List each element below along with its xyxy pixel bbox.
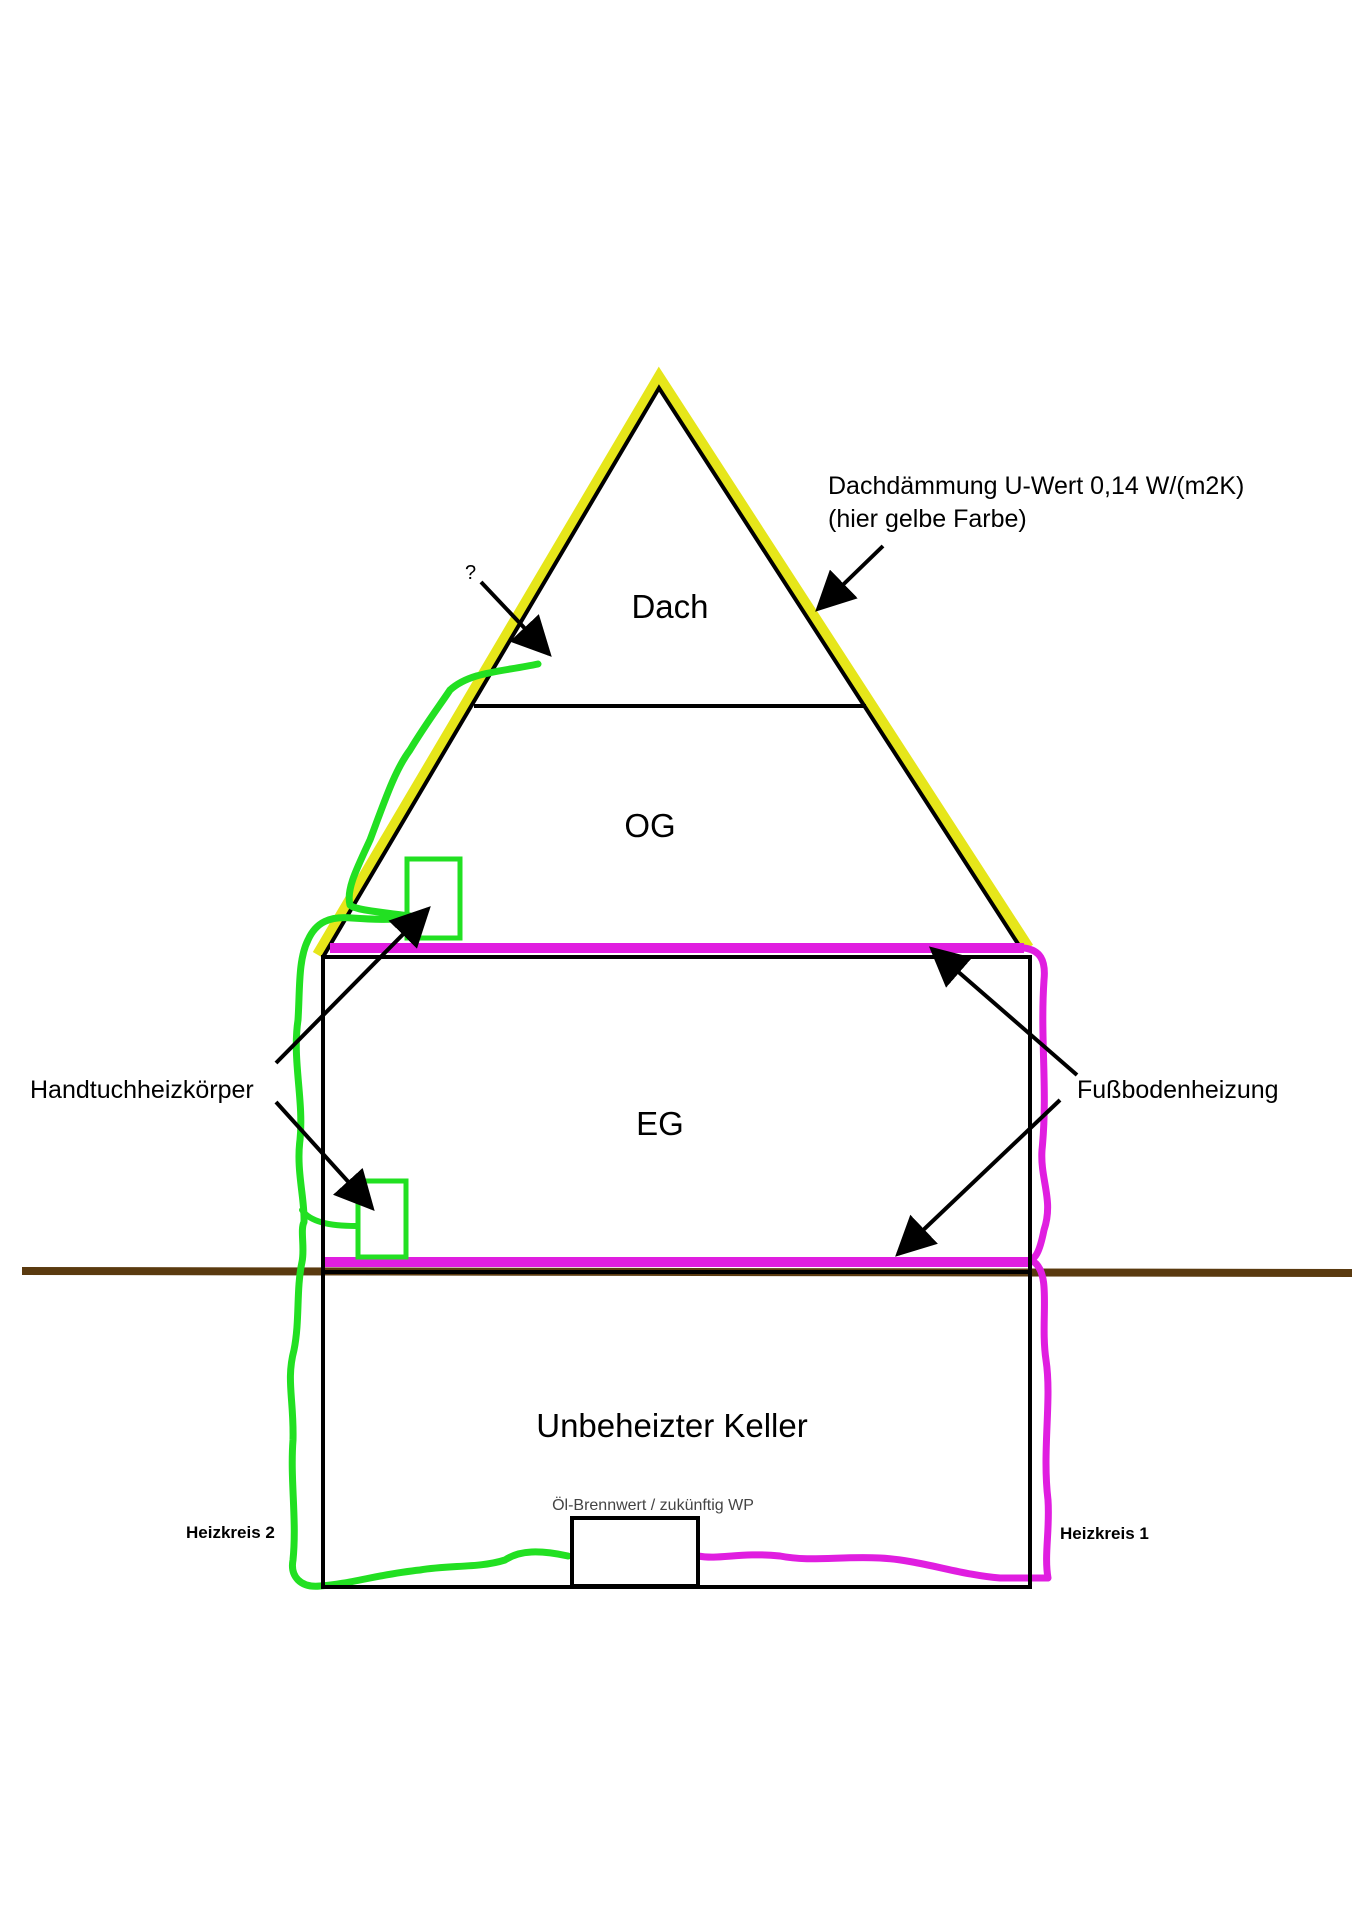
towel-radiator-eg <box>355 1178 409 1260</box>
roof-insulation-arrow <box>815 544 885 612</box>
heating-circuit-2 <box>286 660 572 1590</box>
heating-circuit-2-label: Heizkreis 2 <box>186 1523 275 1542</box>
room-label-dach: Dach <box>631 588 708 625</box>
roof-outline <box>321 384 1024 959</box>
floor-heating-eg-arrow <box>895 1098 1062 1257</box>
roof-insulation <box>312 366 1034 959</box>
floor-heating-og-arrow <box>928 946 1079 1077</box>
boiler <box>570 1516 700 1588</box>
towel-radiator-eg-arrow <box>274 1100 375 1211</box>
towel-radiator-label: Handtuchheizkörper <box>30 1076 254 1104</box>
towel-radiator-og-arrow <box>274 906 431 1065</box>
floor-heating-label: Fußbodenheizung <box>1077 1076 1279 1104</box>
boiler-label: Öl-Brennwert / zukünftig WP <box>552 1496 754 1514</box>
heating-circuit-1 <box>694 944 1052 1582</box>
room-label-keller: Unbeheizter Keller <box>536 1407 807 1444</box>
heating-circuit-1-label: Heizkreis 1 <box>1060 1524 1149 1543</box>
roof-insulation-label: Dachdämmung U-Wert 0,14 W/(m2K) <box>828 472 1244 500</box>
question-mark-label: ? <box>465 562 476 584</box>
room-label-og: OG <box>624 807 675 844</box>
roof-insulation-note: (hier gelbe Farbe) <box>828 505 1027 533</box>
towel-radiator-og <box>404 856 463 941</box>
room-label-eg: EG <box>636 1105 684 1142</box>
question-arrow <box>479 580 552 657</box>
radiator-eg-connector <box>299 1207 359 1229</box>
